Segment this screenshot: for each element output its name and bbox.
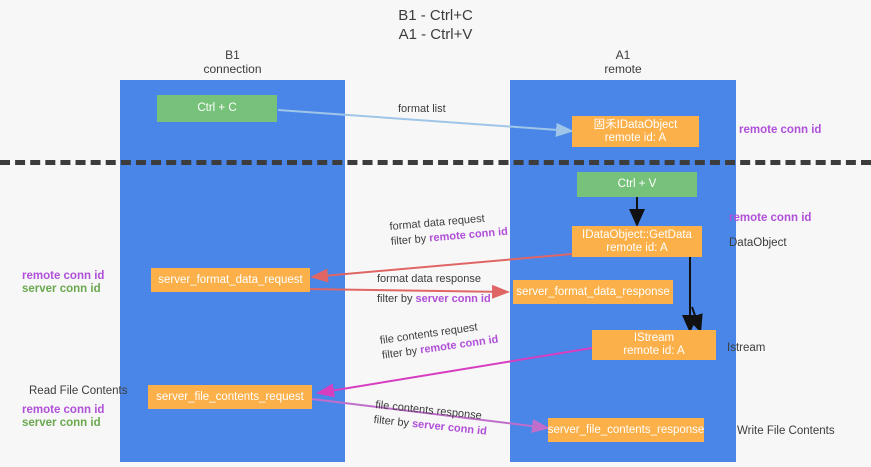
box-ctrl-v[interactable]: Ctrl + V	[577, 172, 697, 197]
label-left-server-conn-id-mid: server conn id	[22, 283, 101, 295]
lane-header-b1: B1 connection	[203, 48, 262, 76]
lane-header-a1: A1 remote	[604, 48, 642, 76]
box-server-format-data-response[interactable]: server_format_data_response	[513, 280, 673, 304]
label-right-remote-conn-id-top: remote conn id	[739, 124, 822, 136]
annotation-format-list-text: format list	[398, 103, 446, 115]
annotation-filter-prefix: filter by	[373, 413, 413, 430]
label-left-remote-conn-id-mid: remote conn id	[22, 270, 105, 282]
annotation-filter-prefix: filter by	[381, 344, 422, 362]
annotation-filter-prefix: filter by	[390, 232, 430, 248]
annotation-filter-prefix: filter by	[377, 293, 416, 305]
box-idataobject-remote[interactable]: 固⽲IDataObject remote id: A	[572, 116, 699, 147]
box-server-file-contents-request[interactable]: server_file_contents_request	[148, 385, 312, 409]
label-right-istream: Istream	[727, 342, 766, 354]
box-istream[interactable]: IStream remote id: A	[592, 330, 716, 360]
label-right-dataobject: DataObject	[729, 237, 787, 249]
box-server-format-data-request[interactable]: server_format_data_request	[151, 268, 310, 292]
label-left-read-file-contents: Read File Contents	[29, 385, 128, 397]
annotation-format-data-request: format data request filter by remote con…	[389, 210, 509, 250]
page-title: B1 - Ctrl+C A1 - Ctrl+V	[398, 7, 473, 43]
section-divider	[0, 160, 871, 165]
box-server-file-contents-response[interactable]: server_file_contents_response	[548, 418, 704, 442]
label-left-server-conn-id-bottom: server conn id	[22, 417, 101, 429]
annotation-file-contents-response: file contents response filter by server …	[373, 398, 489, 440]
annotation-format-data-response-line1: format data response	[377, 273, 481, 285]
box-idataobject-getdata[interactable]: IDataObject::GetData remote id: A	[572, 226, 702, 257]
label-right-remote-conn-id-mid: remote conn id	[729, 212, 812, 224]
annotation-format-data-response: format data response filter by server co…	[377, 272, 491, 307]
annotation-format-list: format list	[398, 102, 446, 117]
label-left-remote-conn-id-bottom: remote conn id	[22, 404, 105, 416]
annotation-filter-key: server conn id	[415, 293, 491, 305]
label-right-write-file-contents: Write File Contents	[737, 425, 835, 437]
box-ctrl-c[interactable]: Ctrl + C	[157, 95, 277, 122]
annotation-file-contents-request: file contents request filter by remote c…	[379, 318, 499, 364]
annotation-format-data-response-line2: filter by server conn id	[377, 292, 491, 307]
